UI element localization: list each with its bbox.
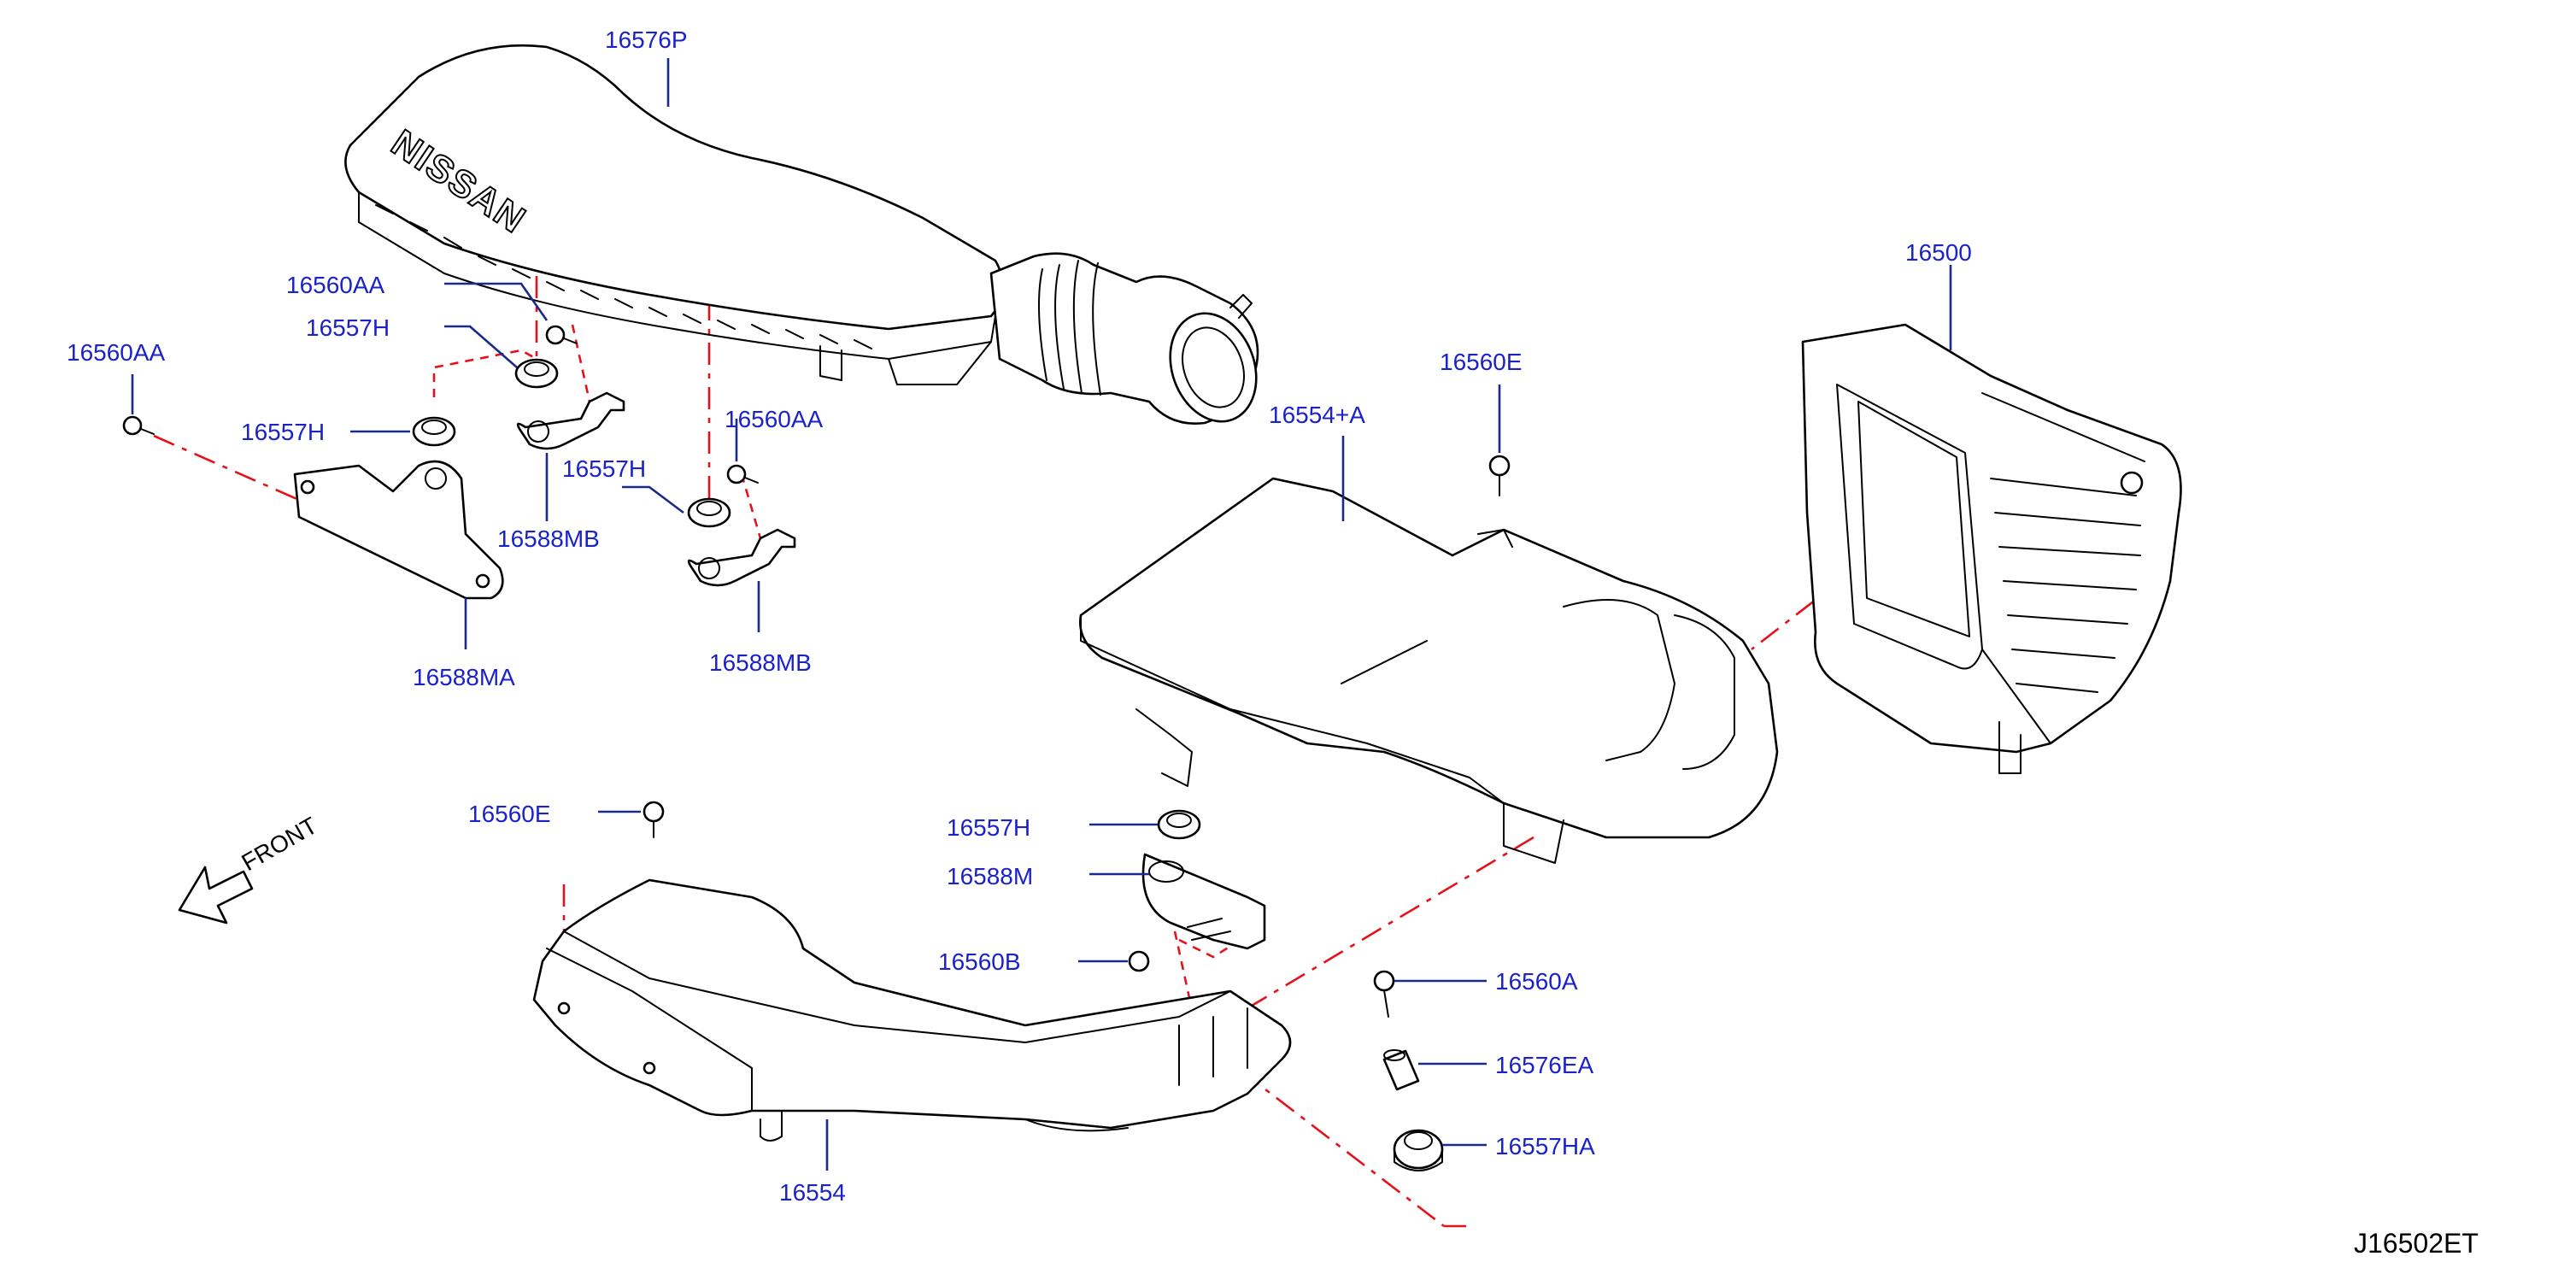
front-label: FRONT	[238, 812, 322, 876]
grommet-16557H-top	[514, 358, 559, 389]
guide-line-grommet-left	[432, 349, 537, 397]
grommet-16557HA	[1393, 1129, 1444, 1171]
air-duct	[532, 878, 1292, 1142]
bracket-16588MB-left	[516, 391, 625, 450]
callout-16576EA: 16576EA	[1495, 1052, 1594, 1078]
callout-16560E-bottom: 16560E	[468, 801, 551, 827]
clip-16560E-top	[1488, 455, 1511, 496]
callout-16560B: 16560B	[938, 948, 1021, 975]
guide-line-bolt-mid	[740, 473, 780, 540]
front-direction-arrow: FRONT	[178, 812, 322, 925]
bellows-hose	[989, 252, 1259, 425]
callout-16557H-top: 16557H	[306, 314, 390, 341]
guide-line-duct-to-box	[1247, 836, 1534, 1010]
clip-16560E-bottom	[643, 801, 665, 838]
callout-16588M: 16588M	[947, 863, 1033, 889]
callout-labels: 16576P 16560AA 16557H 16560AA 16557H 165…	[67, 26, 1972, 1206]
bracket-16588MA	[293, 460, 504, 600]
guide-line-bolt-top	[571, 324, 602, 403]
callout-16588MA: 16588MA	[413, 664, 515, 690]
callout-16588MB-left: 16588MB	[497, 525, 600, 552]
leader-16557H-top	[444, 325, 518, 368]
bolt-16560AA-left	[122, 415, 155, 436]
collar-16576EA	[1382, 1049, 1420, 1091]
leader-16557H-mid	[622, 485, 684, 514]
nut-16560B	[1128, 950, 1150, 972]
callout-16588MB-mid: 16588MB	[709, 649, 812, 676]
bolt-16560AA-top	[545, 325, 578, 345]
callout-16560E-top: 16560E	[1440, 349, 1523, 375]
guide-line-filter-element	[1751, 545, 1885, 651]
callout-16500: 16500	[1905, 239, 1972, 266]
resonator-cover: NISSAN	[344, 44, 1005, 385]
grommet-16557H-left	[412, 416, 456, 447]
callout-16554: 16554	[779, 1179, 846, 1206]
diagram-reference-code: J16502ET	[2354, 1228, 2479, 1259]
callout-16560AA-left: 16560AA	[67, 339, 166, 366]
callout-16557H-mid: 16557H	[562, 455, 646, 482]
air-cleaner-cover	[1078, 477, 1779, 864]
callout-16557H-low: 16557H	[947, 814, 1030, 841]
callout-16554A: 16554+A	[1269, 402, 1365, 428]
bolt-16560A	[1373, 970, 1395, 1018]
bracket-16588M	[1141, 853, 1266, 950]
leader-16560AA-top	[444, 282, 549, 321]
callout-16560A: 16560A	[1495, 968, 1578, 995]
grommet-16557H-mid	[687, 497, 731, 528]
leader-lines	[131, 58, 1952, 1171]
bracket-16588MB-mid	[687, 528, 796, 587]
grommet-16557H-low	[1157, 809, 1201, 840]
callout-16576P: 16576P	[605, 26, 688, 53]
bolt-16560AA-mid	[726, 464, 759, 484]
callout-16560AA-top: 16560AA	[286, 272, 385, 298]
callout-16560AA-mid: 16560AA	[725, 406, 824, 432]
callout-16557HA: 16557HA	[1495, 1133, 1595, 1159]
callout-16557H-left: 16557H	[241, 419, 325, 445]
air-cleaner-body	[1801, 323, 2182, 774]
